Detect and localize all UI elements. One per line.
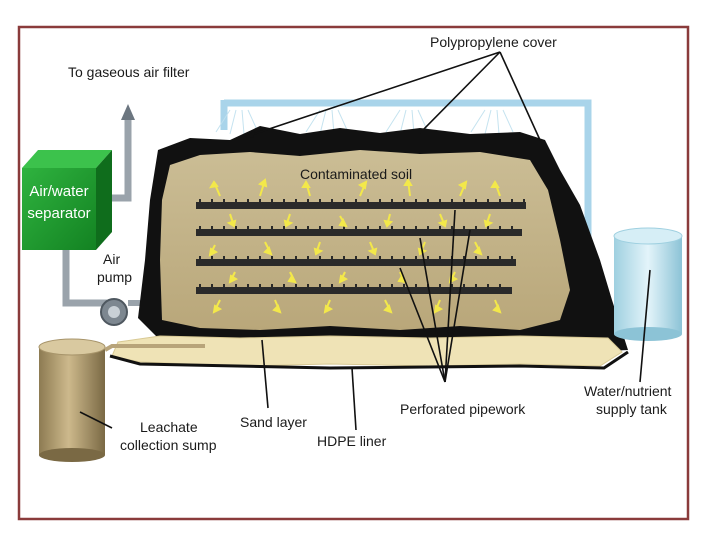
sprinkler-sprays <box>215 109 514 135</box>
diagram-frame <box>17 25 690 521</box>
air-filter-label: To gaseous air filter <box>68 64 190 80</box>
perforated-pipe <box>196 226 522 236</box>
air-line-pipe <box>62 240 114 307</box>
perforated-pipework <box>196 199 526 294</box>
perforated-pipe <box>196 256 516 266</box>
soil-label: Contaminated soil <box>300 166 412 182</box>
separator-label-line1: Air/water <box>29 183 88 200</box>
tank-label-line2: supply tank <box>596 401 668 417</box>
pipework-label: Perforated pipework <box>400 401 526 417</box>
perforated-pipe <box>196 199 526 209</box>
air-pump-icon <box>100 298 128 326</box>
leachate-drain-pipe <box>104 344 205 352</box>
cover-arrow-icon <box>245 131 255 138</box>
sand-layer <box>111 335 623 367</box>
sump-label-line2: collection sump <box>120 437 217 453</box>
leader-lines <box>79 51 651 431</box>
sump-label-line1: Leachate <box>140 419 198 435</box>
hdpe-liner-label: HDPE liner <box>317 433 387 449</box>
pump-label-line1: Air <box>103 251 120 267</box>
hdpe-liner <box>109 350 629 370</box>
air-water-separator <box>22 150 112 250</box>
sand-layer-label: Sand layer <box>240 414 307 430</box>
exhaust-arrow-icon <box>121 104 135 120</box>
tank-label-line1: Water/nutrient <box>584 383 672 399</box>
leachate-sump <box>38 338 106 462</box>
pump-label-line2: pump <box>97 269 132 285</box>
airflow-arrows <box>208 178 502 314</box>
contaminated-soil <box>160 150 570 330</box>
cover-label: Polypropylene cover <box>430 34 557 50</box>
separator-label-line2: separator <box>27 205 90 222</box>
perforated-pipe <box>196 284 512 294</box>
